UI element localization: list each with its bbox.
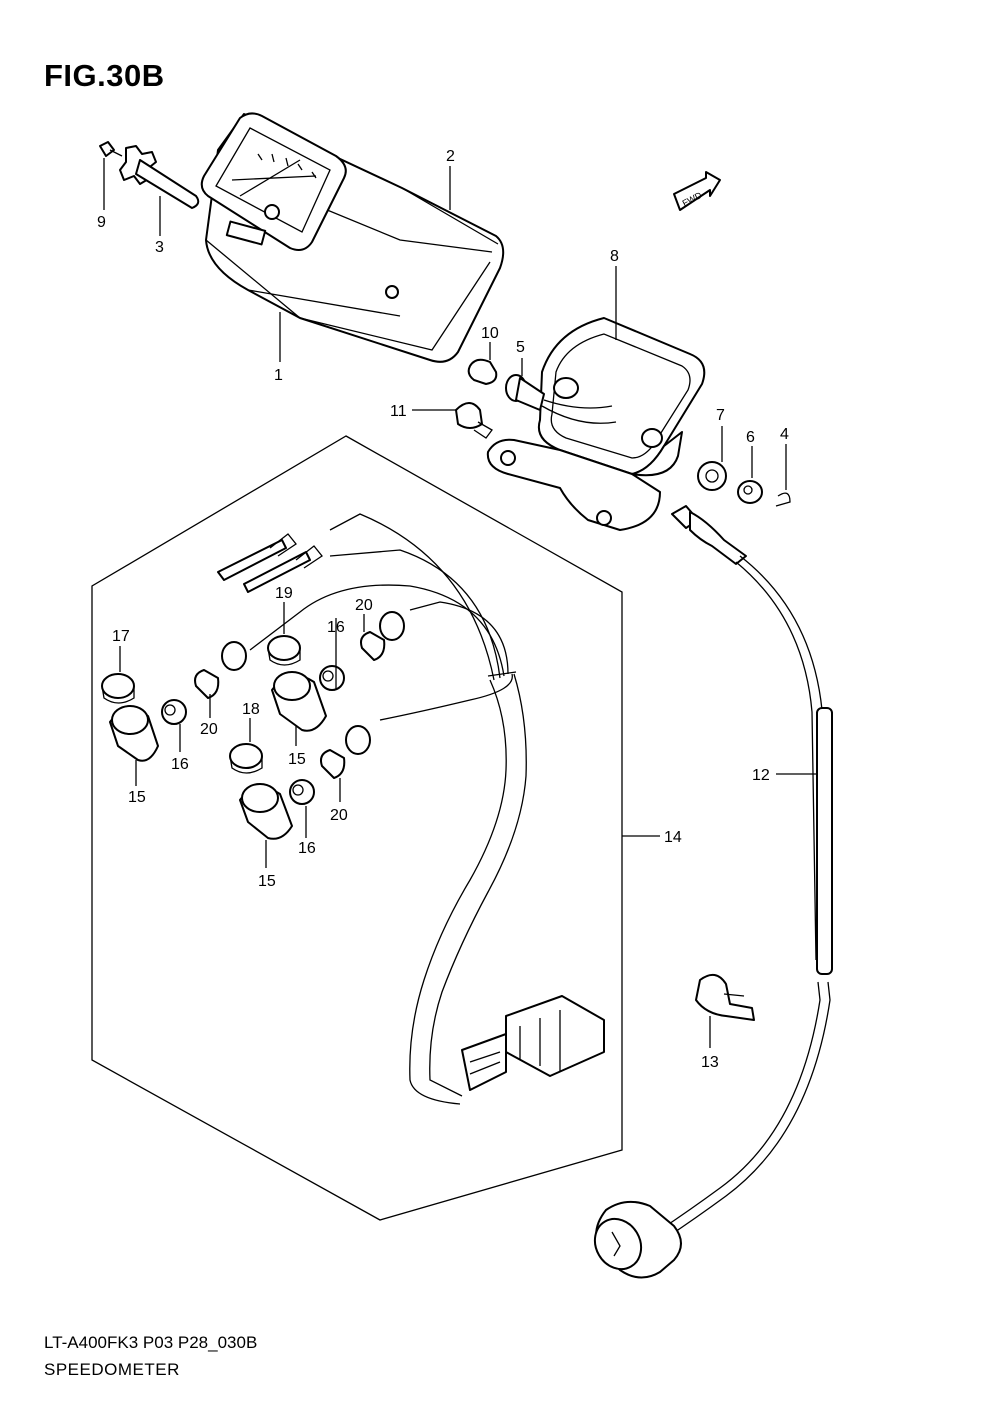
callout-4: 4 [780, 426, 789, 443]
callout-16-bottom: 16 [298, 840, 316, 857]
callout-20-lower: 20 [330, 807, 348, 824]
screw-part-9 [99, 141, 123, 157]
fwd-direction-arrow: FWD [673, 171, 721, 211]
callout-3: 3 [155, 239, 164, 256]
callout-9: 9 [97, 214, 106, 231]
figure-title: FIG.30B [44, 58, 165, 93]
callout-15-left: 15 [128, 789, 146, 806]
callout-15-bottom: 15 [258, 873, 276, 890]
clip-part-4 [775, 492, 791, 507]
callout-5: 5 [516, 339, 525, 356]
grommet-left [161, 699, 187, 725]
cap-part-17 [101, 673, 135, 704]
callout-11: 11 [390, 403, 407, 420]
wiring-harness-kit-outline [91, 435, 623, 1221]
bulb-socket-part-5 [505, 374, 617, 424]
callout-17: 17 [112, 628, 130, 645]
callout-20-left: 20 [200, 721, 218, 738]
callout-19: 19 [275, 585, 293, 602]
callout-18: 18 [242, 701, 260, 718]
cap-part-18 [229, 743, 263, 774]
screw-part-11 [455, 402, 493, 439]
callout-1: 1 [274, 367, 283, 384]
callout-16-middle: 16 [327, 619, 345, 636]
holder-middle [271, 671, 327, 732]
bulb-socket-upper-right [360, 611, 405, 661]
bulb-socket-lower [320, 725, 371, 779]
bulb-part-10 [467, 358, 498, 385]
callout-13: 13 [701, 1054, 719, 1071]
speedometer-meter-assembly [200, 112, 505, 363]
cushion-part-7 [697, 461, 727, 491]
holder-bottom [239, 783, 293, 840]
callout-12: 12 [752, 767, 770, 784]
callout-16-left: 16 [171, 756, 189, 773]
shaft-part-3 [119, 145, 200, 209]
holder-left [109, 705, 159, 762]
callout-labels: 2 1 9 3 8 10 5 11 7 6 4 12 13 14 15 15 1… [97, 148, 789, 1071]
cap-part-19 [267, 635, 301, 666]
callout-20-upper: 20 [355, 597, 373, 614]
figure-name: SPEEDOMETER [44, 1360, 180, 1379]
grommet-bottom [289, 779, 315, 805]
speedometer-cable-part-12 [593, 505, 833, 1279]
callout-2: 2 [446, 148, 455, 165]
callout-15-middle: 15 [288, 751, 306, 768]
bulb-socket-mid-left [194, 641, 247, 699]
callout-8: 8 [610, 248, 619, 265]
meter-bracket-part-8 [486, 317, 706, 531]
grommet-middle [319, 665, 345, 691]
washer-part-6 [737, 480, 763, 504]
wiring-harness-part-14 [217, 513, 605, 1105]
callout-14: 14 [664, 829, 682, 846]
clamp-part-13 [695, 973, 755, 1021]
model-code: LT-A400FK3 P03 P28_030B [44, 1333, 258, 1352]
leader-lines [103, 158, 818, 1048]
callout-6: 6 [746, 429, 755, 446]
callout-7: 7 [716, 407, 725, 424]
callout-10: 10 [481, 325, 499, 342]
